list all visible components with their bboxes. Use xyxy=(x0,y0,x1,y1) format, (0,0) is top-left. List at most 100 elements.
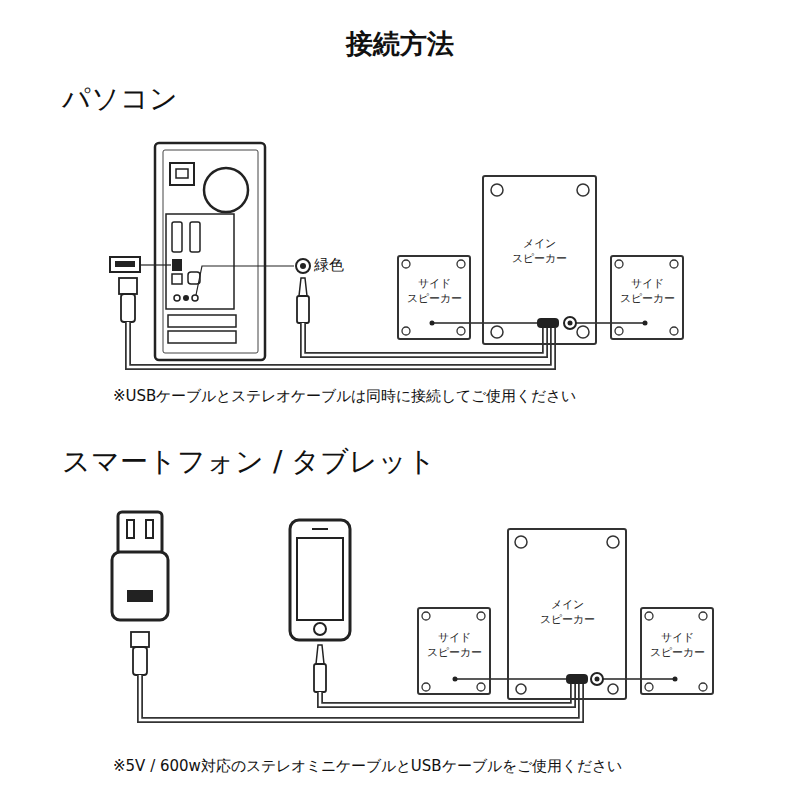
speaker-label: サイド スピーカー xyxy=(421,631,487,661)
screw-hole xyxy=(477,612,485,620)
fan xyxy=(204,168,248,212)
screw-hole xyxy=(607,536,619,548)
speaker-wire xyxy=(455,678,490,680)
screw-hole xyxy=(670,260,678,268)
speaker-wire xyxy=(482,322,537,324)
green-jack-icon xyxy=(300,263,306,269)
screw-hole xyxy=(477,683,485,691)
speaker-label: サイド スピーカー xyxy=(644,631,710,661)
screw-hole xyxy=(699,683,707,691)
input-jack xyxy=(568,321,573,326)
speaker-wire xyxy=(576,322,597,324)
wire-dot xyxy=(673,677,678,682)
expansion-slot xyxy=(168,331,236,343)
power-adapter xyxy=(112,552,168,620)
screw-hole xyxy=(608,684,618,694)
screw-hole xyxy=(515,536,527,548)
usb-plug xyxy=(119,278,137,294)
speaker-box: サイド スピーカー xyxy=(640,607,714,695)
wire-dot xyxy=(430,321,435,326)
audio-plug xyxy=(316,645,324,664)
title: 接続方法 xyxy=(0,26,800,62)
usb-port xyxy=(127,590,153,602)
phone-speaker xyxy=(312,528,328,530)
screw-hole xyxy=(615,327,623,335)
usb-port xyxy=(172,274,182,284)
screw-hole xyxy=(577,326,589,338)
usb-plug xyxy=(133,647,147,675)
vga-port xyxy=(172,222,182,252)
screw-hole xyxy=(615,260,623,268)
speaker-box: サイド スピーカー xyxy=(397,255,471,340)
input-jack xyxy=(564,317,576,329)
screw-hole xyxy=(422,683,430,691)
speaker-wire xyxy=(491,678,507,680)
psu-pins xyxy=(176,169,188,178)
speaker-box: メイン スピーカー xyxy=(507,528,627,700)
psu-socket xyxy=(170,163,194,185)
io-panel xyxy=(166,214,234,309)
speaker-label: サイド スピーカー xyxy=(401,277,467,307)
audio-plug xyxy=(297,296,309,323)
audio-plug xyxy=(299,278,307,296)
speaker-wire xyxy=(627,678,640,680)
speaker-box: サイド スピーカー xyxy=(610,255,684,340)
speaker-box: メイン スピーカー xyxy=(482,175,597,345)
leader-line xyxy=(196,266,294,295)
usb-plug xyxy=(131,632,149,647)
screw-hole xyxy=(645,683,653,691)
power-adapter xyxy=(118,512,162,554)
adapter-prong xyxy=(127,520,134,538)
leader-line xyxy=(140,264,171,265)
pc-case xyxy=(155,143,265,360)
serial-port xyxy=(190,222,200,252)
screw-hole xyxy=(645,612,653,620)
screw-hole xyxy=(402,327,410,335)
screw-hole xyxy=(699,612,707,620)
input-jack xyxy=(591,673,603,685)
speaker-wire xyxy=(603,678,627,680)
screw-hole xyxy=(457,327,465,335)
expansion-slot xyxy=(168,315,236,327)
screw-hole xyxy=(670,327,678,335)
speaker-label: サイド スピーカー xyxy=(614,277,680,307)
screw-hole xyxy=(457,260,465,268)
speaker-box: サイド スピーカー xyxy=(417,607,491,695)
speaker-label: メイン スピーカー xyxy=(531,598,603,628)
speaker-wire xyxy=(597,322,610,324)
speaker-wire xyxy=(471,322,482,324)
screw-hole xyxy=(491,326,503,338)
screw-hole xyxy=(402,260,410,268)
usb-port xyxy=(172,259,182,271)
usb-port-icon xyxy=(115,261,135,267)
screw-hole xyxy=(491,184,503,196)
section-heading: パソコン xyxy=(62,80,178,118)
screw-hole xyxy=(422,612,430,620)
cable-port xyxy=(537,318,559,328)
wire-dot xyxy=(643,321,648,326)
screw-hole xyxy=(516,684,526,694)
audio-jack xyxy=(183,295,189,301)
speaker-wire xyxy=(640,678,675,680)
usb-port-icon xyxy=(110,257,140,272)
audio-plug xyxy=(314,664,326,692)
home-button xyxy=(314,623,326,635)
screw-hole xyxy=(577,184,589,196)
wire-dot xyxy=(453,677,458,682)
usb-cable xyxy=(140,675,581,720)
usb-cable xyxy=(140,675,581,720)
note-text: ※USBケーブルとステレオケーブルは同時に接続してご使用ください xyxy=(113,387,576,406)
speaker-label: メイン スピーカー xyxy=(504,237,576,267)
green-jack-icon xyxy=(296,259,310,273)
phone-screen xyxy=(297,538,343,620)
note-text: ※5V / 600w対応のステレオミニケーブルとUSBケーブルをご使用ください xyxy=(113,757,622,776)
pc-panel xyxy=(163,150,258,353)
adapter-prong xyxy=(146,520,153,538)
usb-plug xyxy=(121,294,135,322)
port-label: 緑色 xyxy=(314,256,344,275)
audio-jack xyxy=(192,295,198,301)
smartphone xyxy=(290,520,350,640)
input-jack xyxy=(595,677,600,682)
